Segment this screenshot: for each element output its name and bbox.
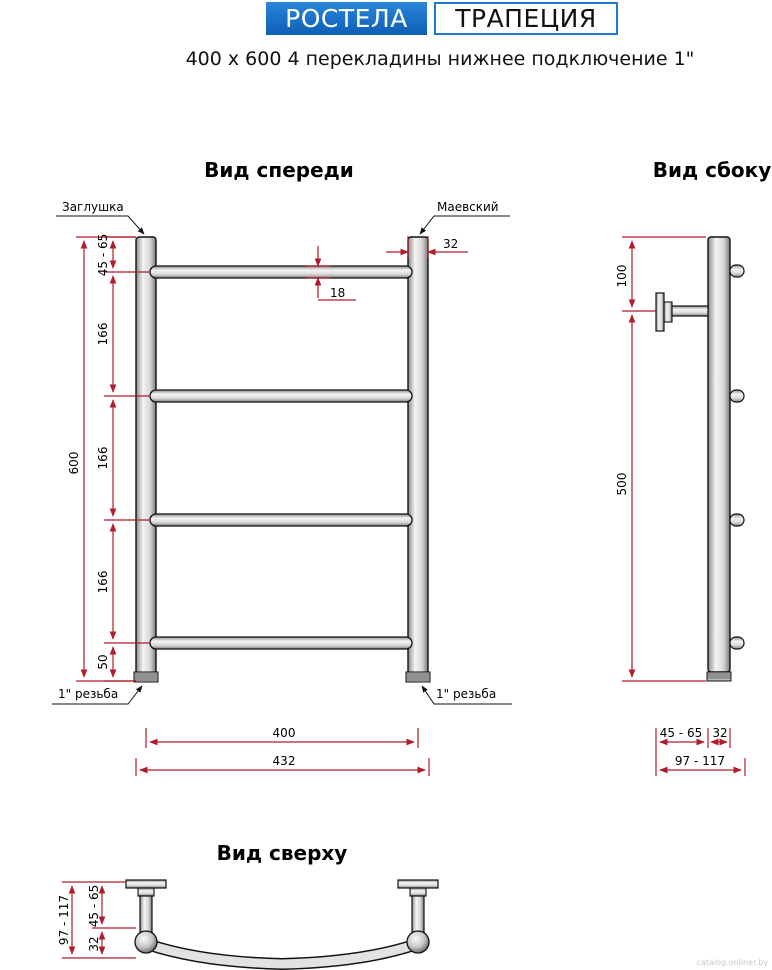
side-rung-stubs bbox=[729, 264, 745, 650]
front-left-upright bbox=[133, 236, 159, 683]
dim-chain bbox=[104, 236, 150, 682]
svg-text:1" резьба: 1" резьба bbox=[436, 687, 496, 701]
svg-text:1" резьба: 1" резьба bbox=[58, 687, 118, 701]
dim-top-offset-label: 45 - 65 bbox=[87, 885, 101, 928]
rung-4 bbox=[149, 636, 413, 650]
watermark: catalog.onliner.by bbox=[697, 958, 769, 967]
dim-side-vertical bbox=[622, 236, 706, 682]
top-view-title: Вид сверху bbox=[217, 841, 348, 865]
dim-top-vertical bbox=[62, 881, 136, 959]
model-name: ТРАПЕЦИЯ bbox=[434, 2, 618, 35]
callout-thread-left: 1" резьба bbox=[52, 685, 143, 705]
dim-pipe-diameter-label: 32 bbox=[443, 237, 458, 251]
dim-bottom-offset-label: 50 bbox=[96, 654, 110, 669]
svg-text:Маевский: Маевский bbox=[437, 200, 499, 214]
dim-top-depth-label: 97 - 117 bbox=[57, 895, 71, 945]
dim-spacing-3-label: 166 bbox=[96, 571, 110, 594]
dim-side-top-label: 100 bbox=[615, 265, 629, 288]
dim-pipe-diameter bbox=[386, 236, 468, 258]
dim-top-pipe-label: 32 bbox=[87, 936, 101, 951]
dim-rung-diameter bbox=[306, 246, 356, 301]
callout-plug: Заглушка bbox=[56, 200, 145, 235]
side-upright bbox=[706, 236, 732, 682]
top-right-mount bbox=[397, 879, 439, 933]
product-subtitle: 400 х 600 4 перекладины нижнее подключен… bbox=[185, 48, 695, 70]
dim-side-pipe-label: 32 bbox=[712, 726, 727, 740]
dim-axis-width-label: 400 bbox=[273, 726, 296, 740]
dim-widths bbox=[135, 728, 430, 776]
rung-3 bbox=[149, 513, 413, 527]
dim-rung-diameter-label: 18 bbox=[330, 286, 345, 300]
dim-spacing-2-label: 166 bbox=[96, 447, 110, 470]
front-view-title: Вид спереди bbox=[204, 158, 354, 182]
header: РОСТЕЛА ТРАПЕЦИЯ 400 х 600 4 перекладины… bbox=[0, 0, 772, 90]
top-right-upright bbox=[406, 930, 430, 954]
brand-logo: РОСТЕЛА bbox=[266, 2, 427, 35]
front-rungs bbox=[149, 265, 413, 650]
side-wall-mount bbox=[655, 292, 709, 332]
top-left-mount bbox=[125, 879, 167, 933]
dim-side-horizontal bbox=[655, 728, 746, 776]
rung-2 bbox=[149, 389, 413, 403]
top-curved-rung bbox=[141, 938, 423, 970]
dim-spacing-1-label: 166 bbox=[96, 323, 110, 346]
dim-side-depth-label: 97 - 117 bbox=[675, 754, 725, 768]
callout-thread-right: 1" резьба bbox=[421, 685, 512, 705]
svg-text:Заглушка: Заглушка bbox=[62, 200, 124, 214]
front-right-upright bbox=[405, 236, 431, 683]
dim-top-offset-label: 45 - 65 bbox=[96, 234, 110, 277]
side-view-title: Вид сбоку bbox=[653, 158, 772, 182]
top-left-upright bbox=[134, 930, 158, 954]
rung-1 bbox=[149, 265, 413, 279]
callout-mayevsky: Маевский bbox=[419, 200, 510, 235]
dim-total-width-label: 432 bbox=[273, 754, 296, 768]
dim-total-height-label: 600 bbox=[67, 452, 81, 475]
dim-side-mount-label: 500 bbox=[615, 473, 629, 496]
dim-side-offset-label: 45 - 65 bbox=[660, 726, 703, 740]
